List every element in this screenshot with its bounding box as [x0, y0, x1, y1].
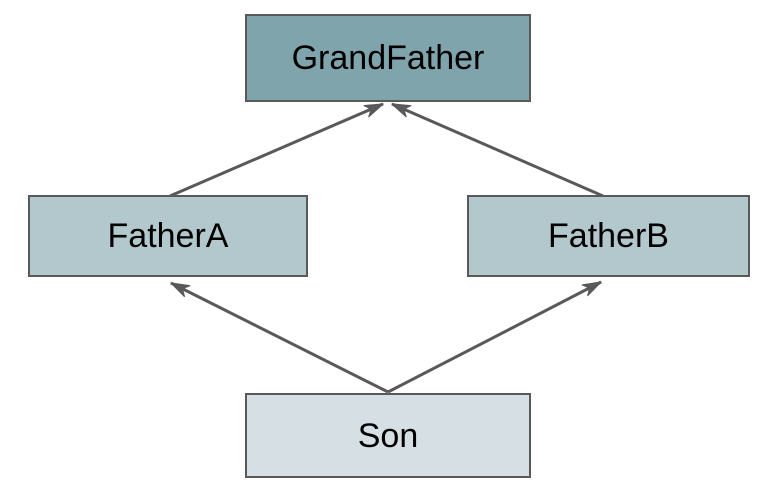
edge-fatherA-to-grandfather [169, 102, 384, 198]
node-fatherB[interactable]: FatherB [467, 195, 750, 277]
edge-son-to-fatherA [170, 281, 389, 394]
node-grandfather-label: GrandFather [291, 39, 485, 77]
node-fatherB-label: FatherB [548, 217, 669, 255]
edge-fatherB-to-grandfather [391, 102, 604, 198]
node-grandfather[interactable]: GrandFather [245, 14, 531, 102]
node-fatherA[interactable]: FatherA [28, 195, 308, 277]
node-son[interactable]: Son [245, 393, 531, 478]
node-son-label: Son [357, 416, 419, 455]
node-fatherA-label: FatherA [107, 217, 229, 255]
edge-son-to-fatherB [387, 280, 602, 394]
